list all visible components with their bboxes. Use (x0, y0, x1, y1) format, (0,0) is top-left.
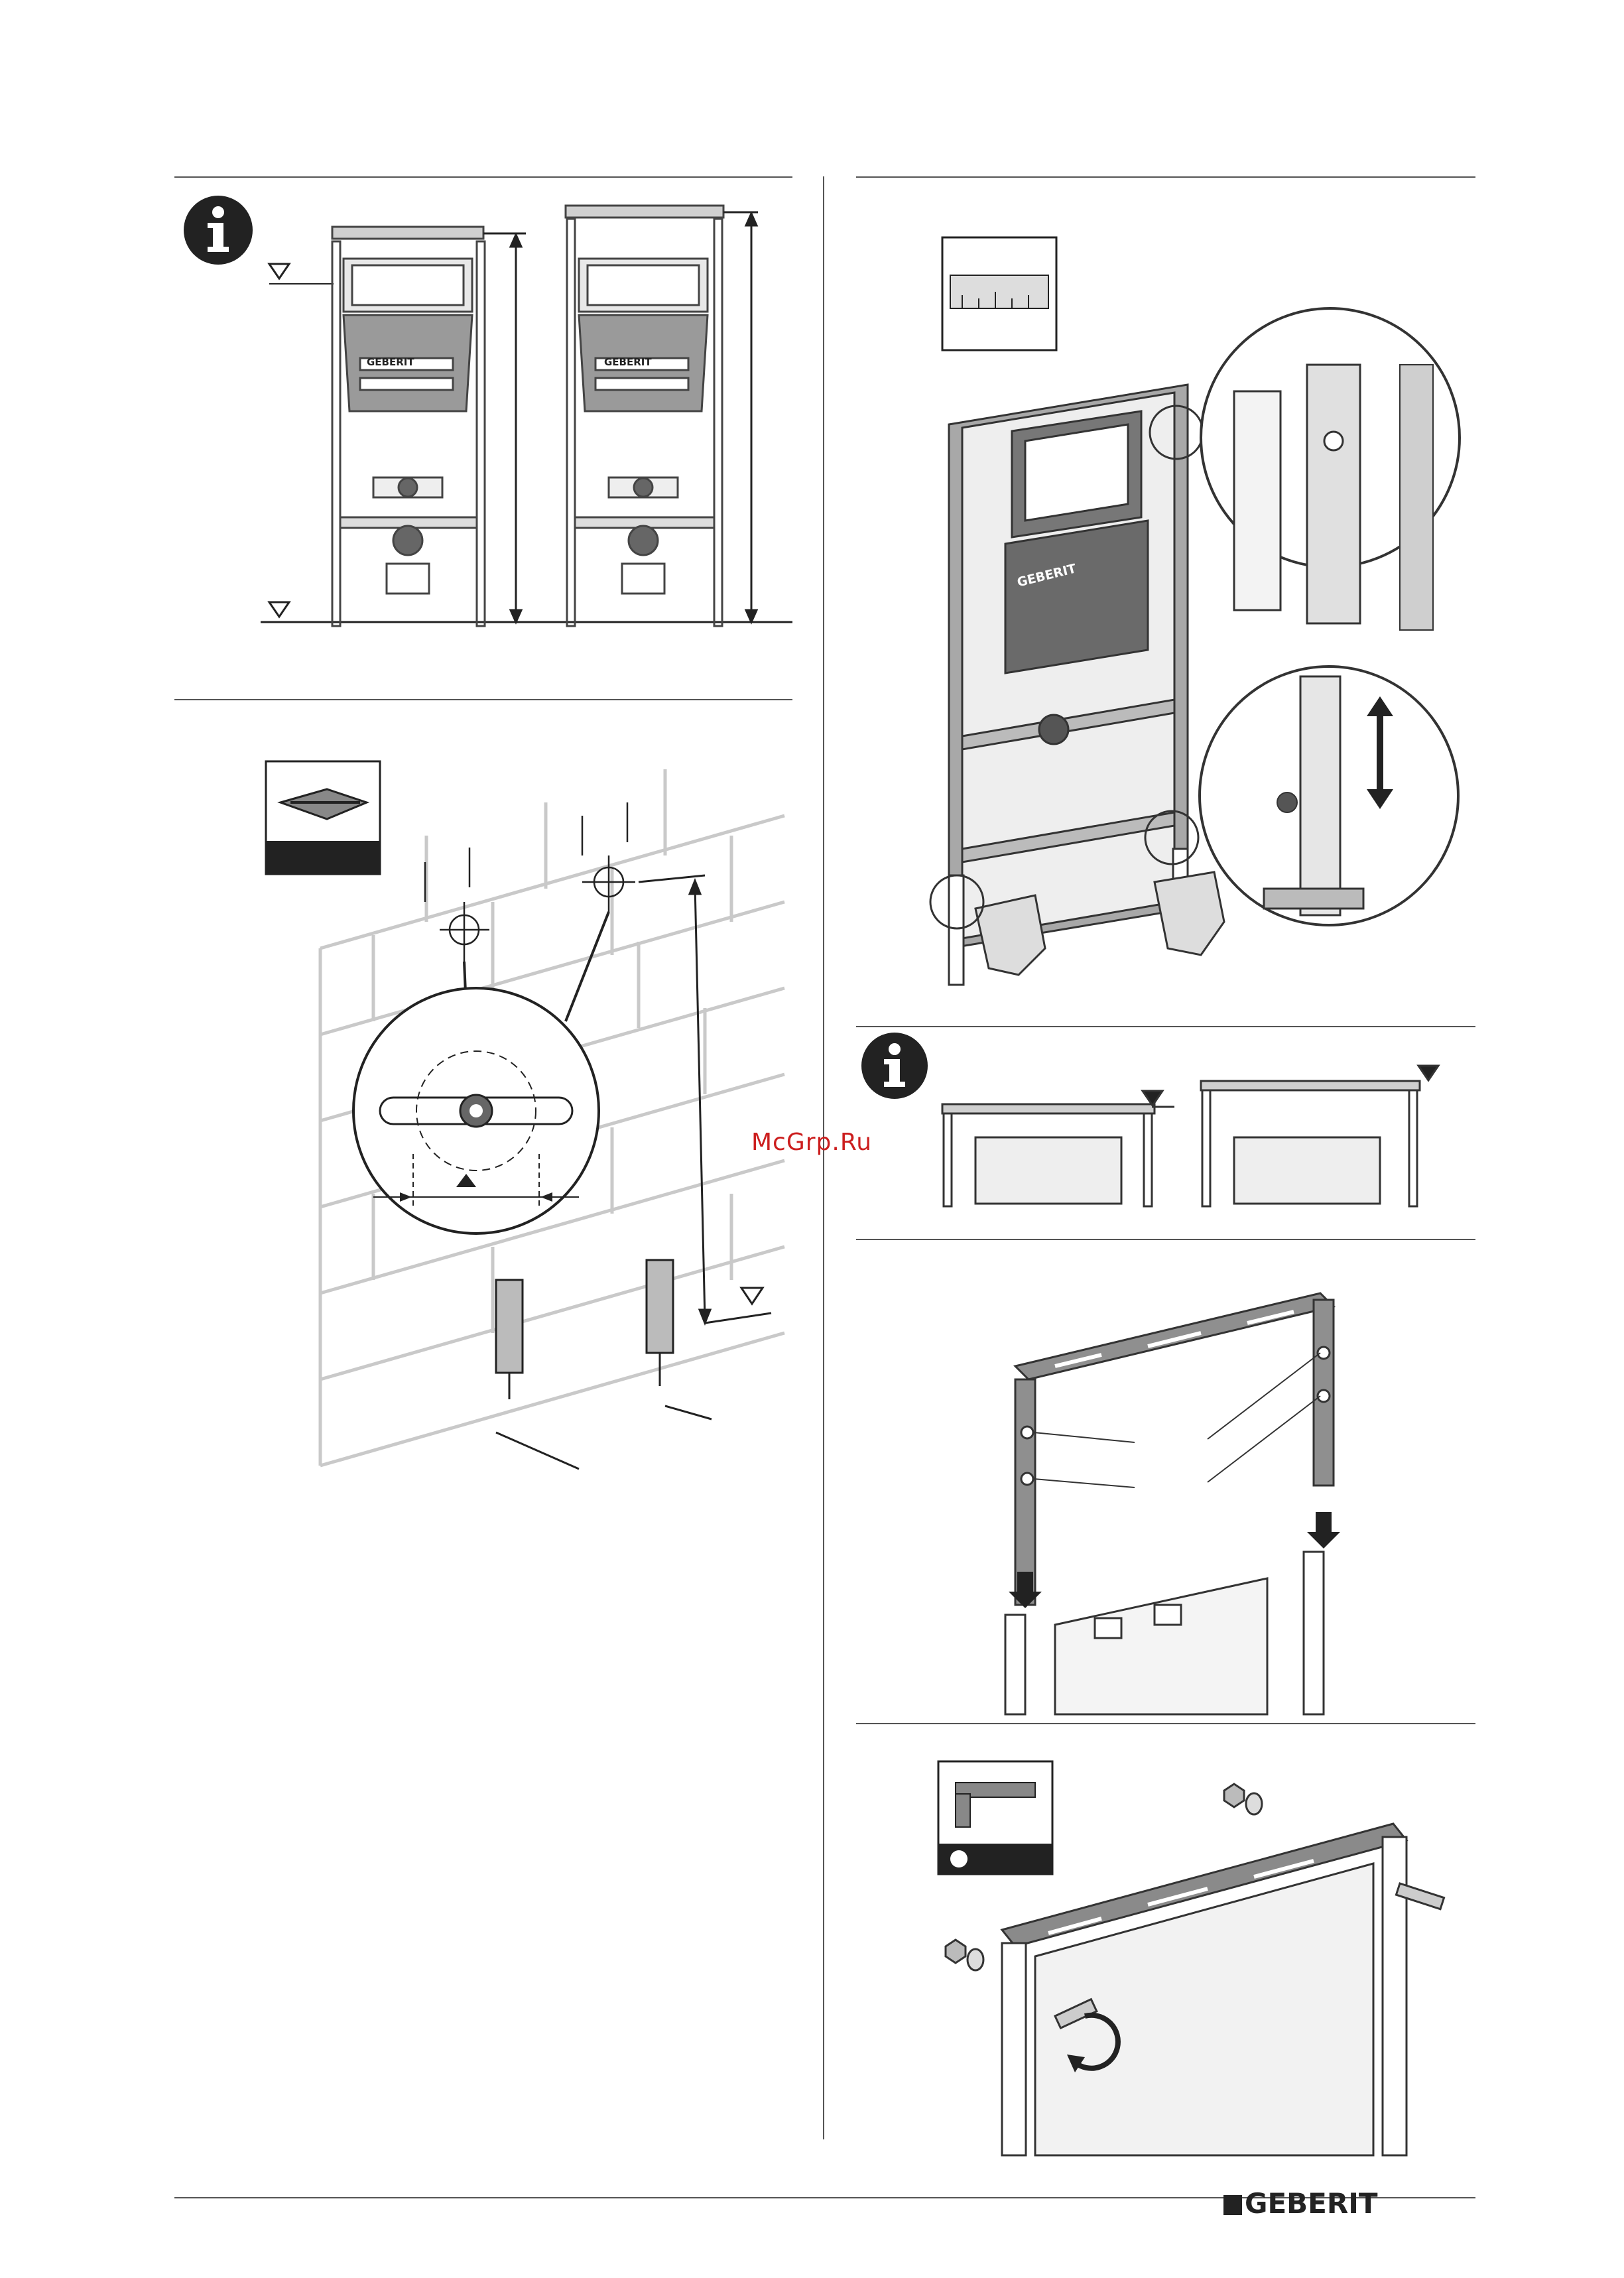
brand-square-icon (1223, 2195, 1242, 2215)
rail-variant-low (942, 1091, 1174, 1206)
rail-variant-high (1201, 1066, 1438, 1206)
frame-adjust-illustration (856, 212, 1475, 1008)
column-divider (823, 176, 824, 2139)
panel-rail-screw (856, 1731, 1475, 2155)
frame-high-brand: GEBERIT (604, 356, 652, 368)
level-triangle-icon (269, 264, 289, 279)
frame-low (332, 227, 485, 626)
info-icon-2 (861, 1033, 928, 1099)
frame-top-section (1005, 1552, 1324, 1714)
rule-right-3 (856, 1723, 1475, 1724)
top-rail-info-illustration (856, 1031, 1475, 1230)
detail-leg-circle (1200, 666, 1458, 925)
detail-magnifier (353, 912, 609, 1234)
wall-drilling-illustration (174, 729, 792, 1525)
leader-lines (1034, 1353, 1320, 1487)
panel-top-rail-fit (856, 1247, 1475, 1711)
panel-frame-adjust (856, 212, 1475, 1008)
ruler-icon (942, 237, 1056, 350)
rule-left-mid (174, 699, 792, 700)
frame-heights-illustration (174, 186, 792, 663)
wall-plug-left (496, 1280, 523, 1399)
install-frame (949, 385, 1188, 948)
rule-right-2 (856, 1239, 1475, 1240)
rule-top-left (174, 176, 792, 178)
frame-low-brand: GEBERIT (367, 356, 414, 368)
down-arrows (1009, 1512, 1340, 1608)
drill-marks (425, 802, 635, 962)
brand-name: GEBERIT (1245, 2187, 1377, 2220)
brand-logo: GEBERIT (1223, 2187, 1377, 2220)
panel-frame-heights: GEBERIT GEBERIT (174, 186, 792, 663)
top-rail-fit-illustration (856, 1247, 1475, 1711)
detail-ruler-circle (1201, 308, 1460, 630)
rail-screw-illustration (856, 1731, 1475, 2155)
drill-bit-icon (266, 761, 380, 874)
top-rail-screw (1002, 1824, 1406, 2155)
top-rail (1015, 1293, 1334, 1605)
rule-right-1 (856, 1026, 1475, 1027)
frame-high (566, 206, 723, 626)
rule-top-right (856, 176, 1475, 178)
watermark: McGrp.Ru (751, 1129, 872, 1156)
panel-wall-drilling (174, 729, 792, 1525)
info-icon (184, 196, 253, 265)
panel-top-rail-info (856, 1031, 1475, 1230)
socket-wrench-icon (938, 1761, 1052, 1874)
frame-left-leg (949, 875, 964, 985)
